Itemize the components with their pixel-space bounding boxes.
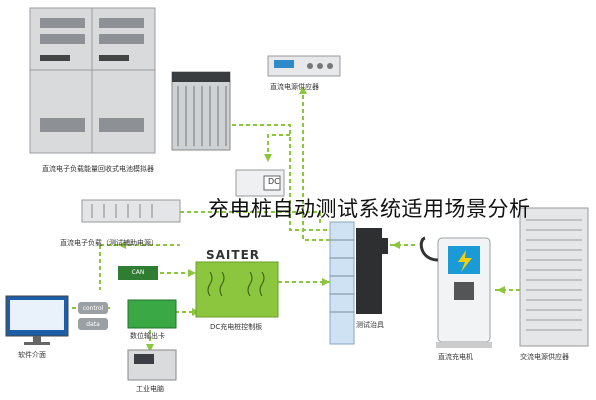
label-software: 软件介面 <box>18 351 46 359</box>
dc-module <box>235 169 285 197</box>
ac-supply-cabinet <box>519 207 589 347</box>
label-aux-load: 直流电子负载（测试辅助电源） <box>60 239 158 247</box>
overlay-title: 充电桩自动测试系统适用场景分析 <box>208 197 531 221</box>
battery-simulator-cabinet <box>29 7 156 154</box>
control-data-tags <box>78 302 108 330</box>
label-can: CAN <box>131 269 145 276</box>
aux-load-rack <box>81 199 181 223</box>
connection-cables <box>72 88 520 350</box>
label-fixture: 测试治具 <box>356 321 384 329</box>
io-card <box>127 299 177 329</box>
label-io: 数位输出卡 <box>130 332 165 340</box>
label-regenerative-load: 直流电子负载能量回收式电池模拟器 <box>42 165 154 173</box>
label-ac-supply: 交流电源供应器 <box>520 353 569 361</box>
dc-charger <box>419 236 492 348</box>
label-data: data <box>86 321 100 328</box>
dc-power-supply-top <box>267 55 341 77</box>
controller-board <box>195 261 279 318</box>
test-fixture <box>329 221 388 345</box>
brand-name: SAITER <box>206 248 261 262</box>
label-controller: DC充电桩控制板 <box>210 323 263 331</box>
label-ipc: 工业电脑 <box>136 385 164 393</box>
label-charger: 直流充电机 <box>438 353 473 361</box>
can-module <box>118 266 158 280</box>
label-dc-supply-top: 直流电源供应器 <box>270 83 319 91</box>
label-dc-chip: DC <box>268 177 280 186</box>
regenerative-load-rack <box>171 71 231 151</box>
industrial-pc <box>127 349 177 381</box>
label-control: control <box>82 305 104 312</box>
software-monitor <box>5 295 69 345</box>
